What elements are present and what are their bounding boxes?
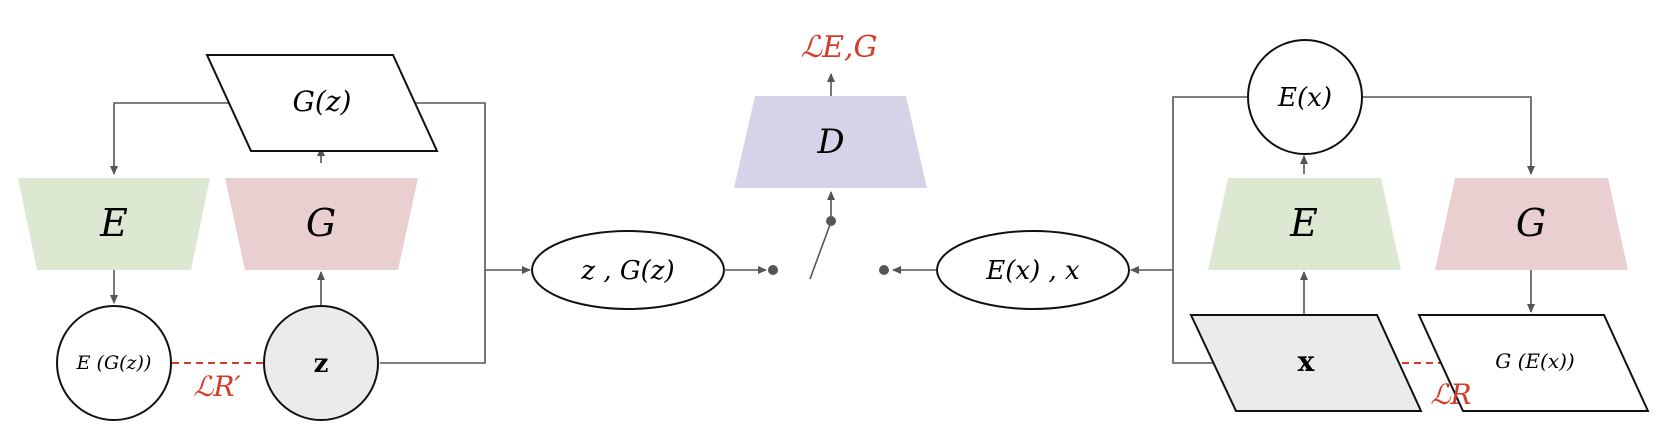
switch-right-contact — [879, 265, 889, 275]
pair-right-label: E(x) , x — [985, 256, 1080, 286]
left-encoder-label: E — [99, 201, 128, 245]
discriminator-label: D — [816, 122, 844, 162]
right-generator-block: G — [1435, 178, 1628, 270]
ex-label: E(x) — [1277, 83, 1332, 113]
right-generator-label: G — [1516, 201, 1546, 245]
left-encoder-block: E — [18, 178, 210, 270]
egz-reconstruction-node: E (G(z)) — [56, 305, 172, 421]
ex-to-generator-arrow — [1361, 96, 1535, 175]
gz-label: G(z) — [293, 85, 352, 118]
x-label: x — [1298, 345, 1315, 378]
ex-latent-node: E(x) — [1247, 39, 1363, 155]
left-generator-block: G — [225, 178, 418, 270]
pair-left-label: z , G(z) — [580, 256, 674, 286]
loss-eg-label: ℒE,G — [800, 30, 877, 65]
gz-z-bracket-line — [380, 102, 486, 364]
z-label: z — [314, 349, 329, 379]
ex-x-bracket-line — [1172, 96, 1249, 364]
right-encoder-label: E — [1289, 201, 1318, 245]
z-latent-node: z — [263, 305, 379, 421]
gex-label: G (E(x)) — [1495, 349, 1574, 373]
left-generator-label: G — [306, 201, 336, 245]
gz-to-encoder-arrow — [110, 102, 250, 175]
pair-left-node: z , G(z) — [531, 230, 725, 310]
gz-output-node: G(z) — [205, 54, 439, 152]
switch-lever — [809, 221, 832, 280]
loss-r-prime-label: ℒR′ — [193, 370, 241, 403]
gex-reconstruction-node: G (E(x)) — [1417, 314, 1650, 412]
pair-right-node: E(x) , x — [936, 230, 1130, 310]
switch-pivot — [826, 216, 836, 226]
x-input-node: x — [1189, 314, 1423, 412]
egz-label: E (G(z)) — [76, 352, 152, 374]
switch-left-contact — [768, 265, 778, 275]
right-encoder-block: E — [1208, 178, 1401, 270]
loss-r-label: ℒR — [1430, 378, 1471, 411]
discriminator-block: D — [734, 96, 927, 188]
